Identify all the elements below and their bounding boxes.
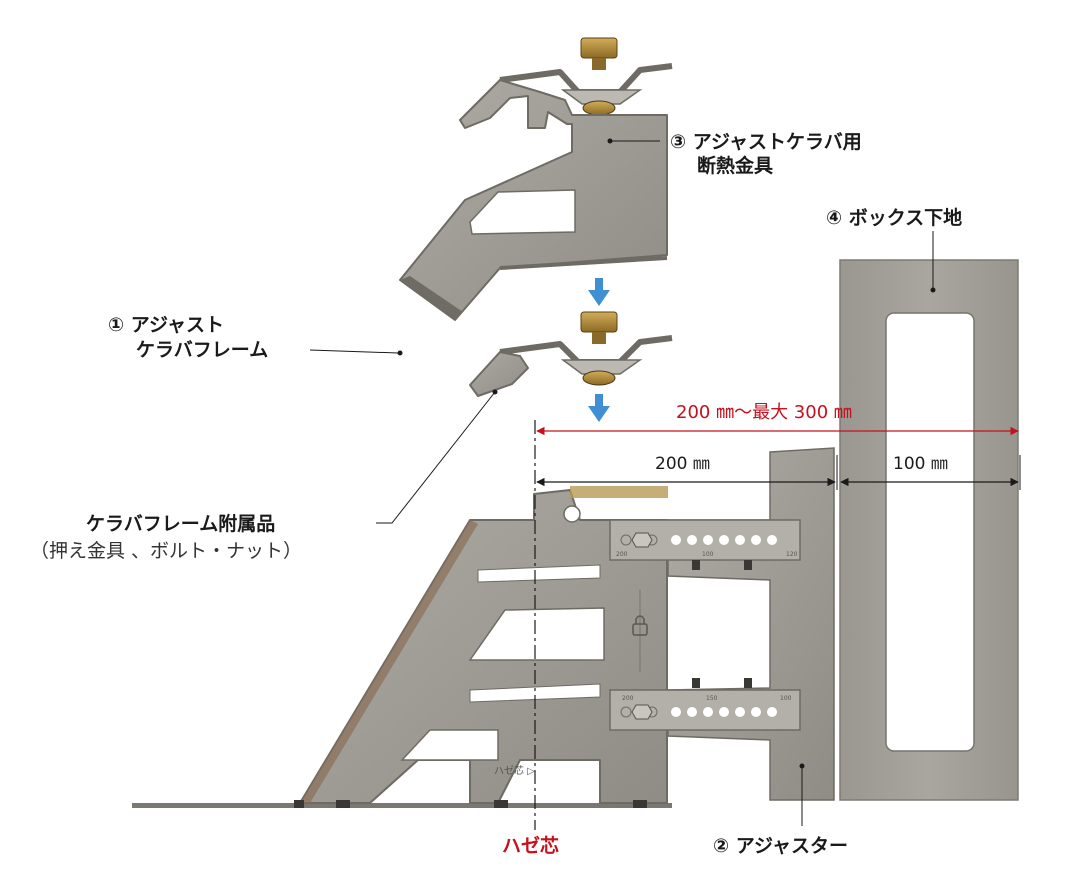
dimension-range-label: 200 ㎜～最大 300 ㎜: [676, 402, 852, 423]
assembly-arrows: [588, 278, 610, 422]
label-haze-core: ハゼ芯: [502, 834, 559, 857]
washer-mid: [582, 370, 616, 386]
label-accessory-line1: ケラバフレーム附属品: [86, 512, 275, 535]
box-base-window: [885, 312, 975, 752]
lock-icon: [632, 615, 648, 636]
dimension-range: 200 ㎜～最大 300 ㎜: [536, 402, 1019, 436]
bracket-cutout-top: [469, 189, 576, 235]
bolt-head-mid: [580, 311, 618, 333]
frame-slot-lower: [469, 683, 601, 703]
plate-mark-upper-right: 120: [786, 551, 798, 558]
frame-slot-upper: [477, 564, 601, 583]
plate-mark-upper-left: 200: [616, 551, 628, 558]
label-part1-line1: ① アジャスト: [108, 314, 224, 336]
washer-top: [582, 100, 616, 116]
box-base: [839, 259, 1019, 801]
down-arrow-icon: [588, 278, 610, 306]
dimension-adjuster: 200 ㎜: [536, 454, 1021, 490]
frame-cutout: [468, 607, 605, 661]
bolt-head-top: [580, 37, 618, 59]
label-part3-line2: 断熱金具: [697, 154, 773, 177]
plate-mark-upper-mid: 100: [702, 551, 714, 558]
insulation-bracket-top: [399, 37, 673, 321]
plate-mark-lower-left: 200: [622, 695, 634, 702]
dimension-adjuster-label: 200 ㎜: [655, 454, 710, 474]
dimension-box-label: 100 ㎜: [893, 454, 948, 474]
frame-mark: ハゼ芯 ▷: [494, 764, 535, 777]
accessory-parts: [469, 311, 673, 397]
down-arrow-icon: [588, 394, 610, 422]
leader-lines: [309, 138, 936, 826]
plate-mark-lower-right: 100: [780, 695, 792, 702]
kerabe-frame-assembly: ハゼ芯 ▷: [132, 486, 672, 808]
plate-mark-lower-mid: 150: [706, 695, 718, 702]
adjuster: 200 100 120 200 150 100: [609, 447, 835, 801]
bolt-shank-top: [592, 58, 606, 70]
label-accessory-line2: （押え金具 、ボルト・ナット）: [30, 540, 302, 562]
label-part2: ② アジャスター: [713, 835, 848, 857]
adjust-holes-upper: [671, 535, 777, 545]
clamp-piece: [469, 351, 529, 397]
adjust-holes-lower: [671, 707, 777, 717]
adjuster-upright: [667, 447, 835, 801]
label-part4: ④ ボックス下地: [826, 206, 962, 229]
clamp-plate-mid: [499, 335, 673, 365]
label-part1-line2: ケラバフレーム: [136, 339, 268, 361]
dimension-box: 100 ㎜: [840, 454, 1019, 487]
roof-base: [132, 803, 672, 808]
label-part3-line1: ③ アジャストケラバ用: [670, 131, 862, 153]
